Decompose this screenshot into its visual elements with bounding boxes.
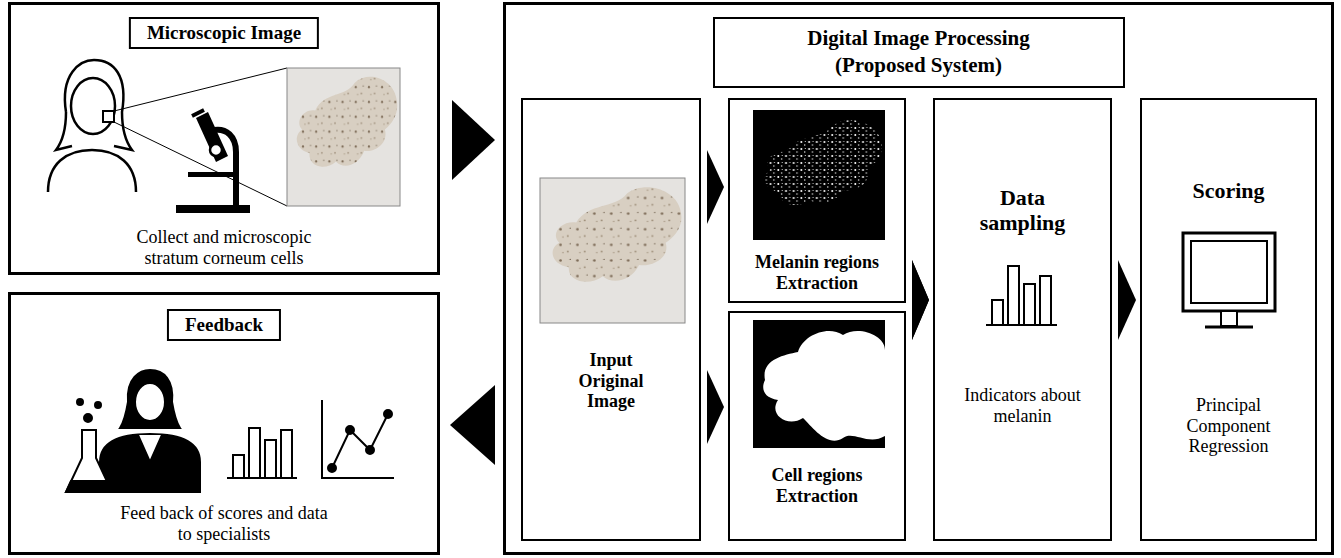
flow-arrow — [452, 100, 495, 180]
cell-image — [753, 320, 885, 448]
bar-chart-icon — [986, 266, 1057, 325]
process-box: ScoringPrincipal Component Regression — [1140, 98, 1317, 541]
box-label: Cell regions Extraction — [732, 465, 902, 506]
panel-heading: Microscopic Image — [129, 17, 319, 49]
melanin-image — [753, 110, 885, 240]
box-description: Principal Component Regression — [1169, 395, 1289, 457]
panel-caption: Collect and microscopic stratum corneum … — [122, 227, 327, 268]
flow-arrow — [912, 260, 929, 340]
line-chart-icon — [322, 400, 394, 478]
panel: FeedbackFeed back of scores and data to … — [8, 292, 440, 555]
monitor-icon — [1183, 233, 1275, 327]
box-label: Input Original Image — [561, 350, 661, 412]
zoom-lines — [114, 68, 287, 206]
box-label: Melanin regions Extraction — [732, 252, 902, 293]
panel: Microscopic ImageCollect and microscopic… — [8, 2, 440, 275]
process-box: Input Original Image — [521, 98, 701, 541]
microscope-photo — [287, 68, 400, 206]
flow-arrow — [912, 260, 929, 340]
process-box: Cell regions Extraction — [728, 311, 906, 541]
panel-heading: Digital Image Processing (Proposed Syste… — [713, 17, 1125, 88]
process-box: Melanin regions Extraction — [728, 98, 906, 303]
input-photo — [540, 178, 685, 323]
flow-arrow — [707, 370, 724, 444]
panel: Digital Image Processing (Proposed Syste… — [503, 2, 1334, 555]
panel-caption: Feed back of scores and data to speciali… — [116, 503, 332, 544]
panel-heading: Feedback — [167, 309, 281, 341]
flow-arrow — [450, 385, 495, 465]
bar-chart-icon — [227, 428, 297, 478]
sample-square — [103, 111, 114, 122]
box-title: Data sampling — [968, 185, 1078, 236]
box-description: Indicators about melanin — [953, 385, 1093, 426]
microscope-icon — [176, 110, 250, 213]
box-title: Scoring — [1169, 178, 1289, 203]
photo-border — [287, 68, 400, 206]
scientist-icon — [66, 370, 200, 492]
photo-border — [540, 178, 685, 323]
flow-arrow — [707, 150, 724, 224]
process-box: Data samplingIndicators about melanin — [933, 98, 1112, 541]
flow-arrow — [1118, 260, 1136, 340]
